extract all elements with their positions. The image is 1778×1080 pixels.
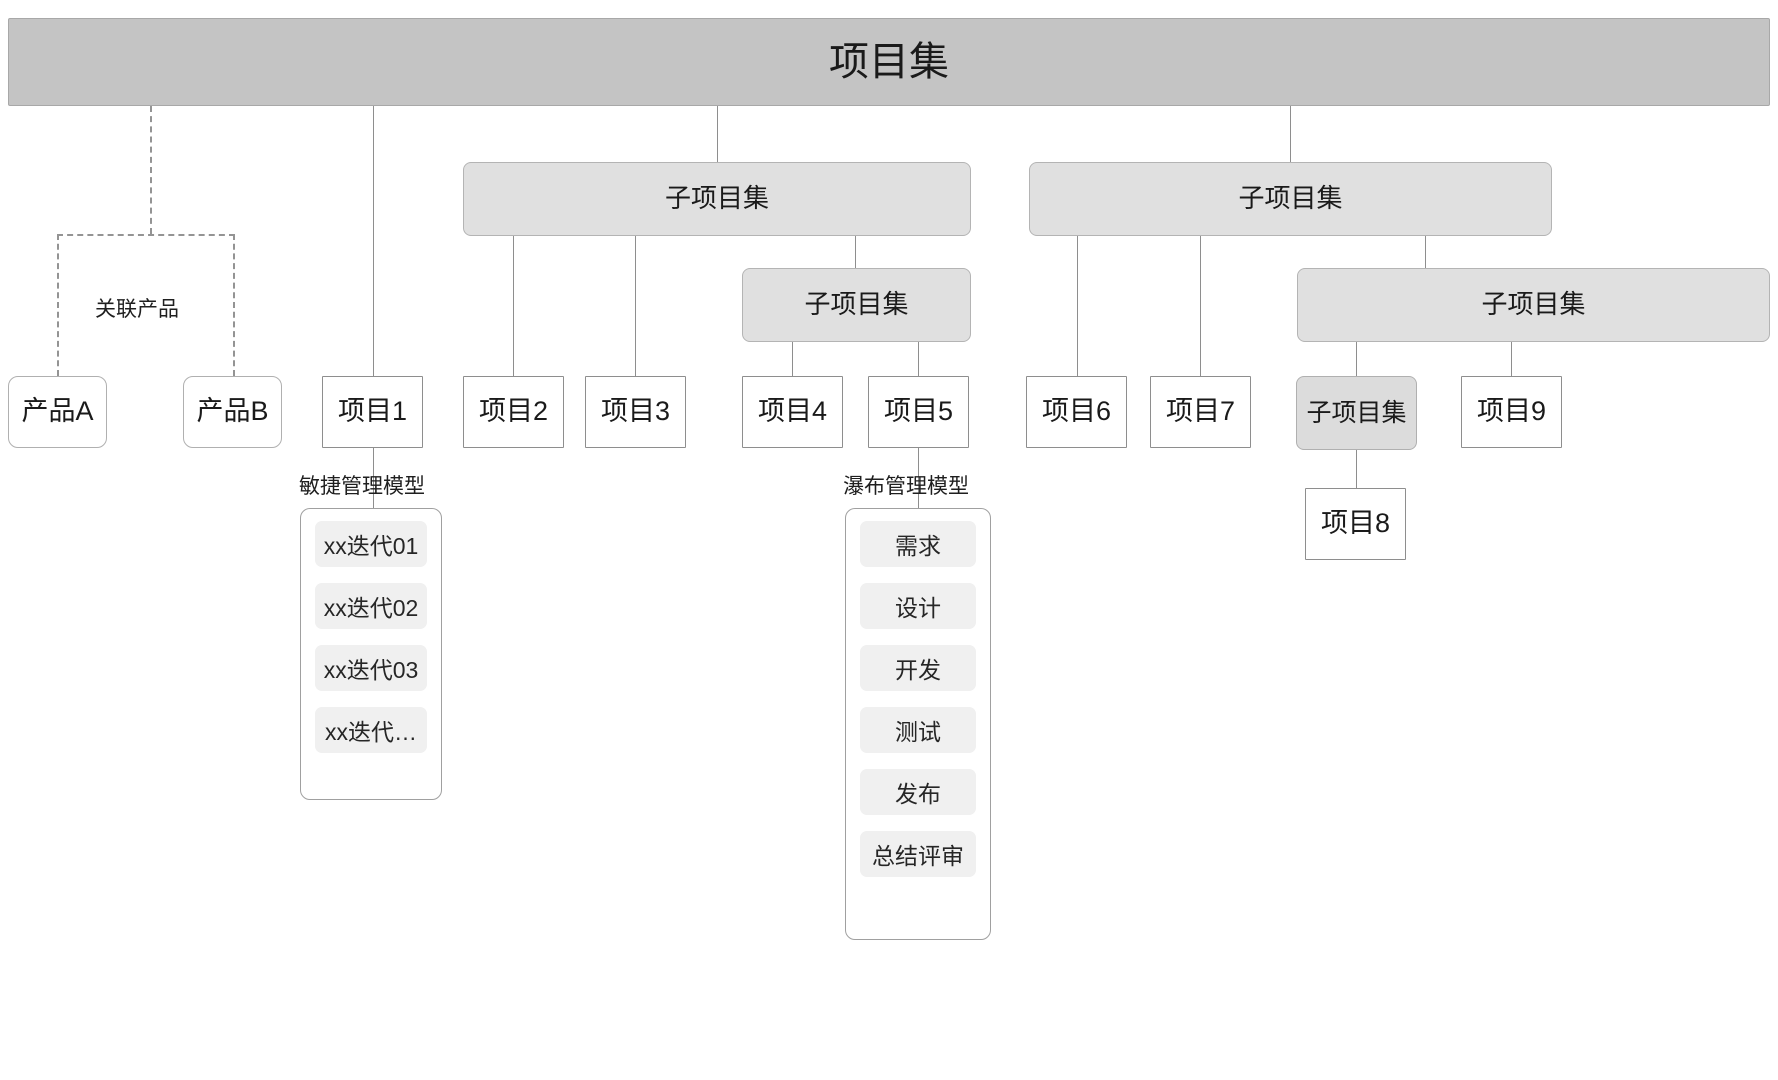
connector-right-sub-to-right-level3 xyxy=(1425,236,1426,268)
waterfall-phase-1[interactable]: 需求 xyxy=(860,521,976,567)
waterfall-phase-2[interactable]: 设计 xyxy=(860,583,976,629)
project-node-4[interactable]: 项目4 xyxy=(742,376,843,448)
project-7-label: 项目7 xyxy=(1165,396,1236,427)
subprogram-right-leaf-label: 子项目集 xyxy=(1306,398,1407,427)
connector-right-level3-to-project9 xyxy=(1511,342,1512,380)
agile-phase-3[interactable]: xx迭代03 xyxy=(315,645,427,691)
dashed-connector-root-to-products xyxy=(150,106,152,234)
connector-root-to-right-subprogram xyxy=(1290,106,1291,162)
project-node-3[interactable]: 项目3 xyxy=(585,376,686,448)
project-node-9[interactable]: 项目9 xyxy=(1461,376,1562,448)
project-5-label: 项目5 xyxy=(883,396,954,427)
connector-mid-sub-to-project3 xyxy=(635,236,636,380)
product-a-label: 产品A xyxy=(21,396,94,427)
subprogram-mid-level2-label: 子项目集 xyxy=(664,183,769,214)
product-b-label: 产品B xyxy=(196,396,269,427)
project-4-label: 项目4 xyxy=(757,396,828,427)
root-program-label: 项目集 xyxy=(829,40,949,84)
project-2-label: 项目2 xyxy=(478,396,549,427)
subprogram-node-right-leaf[interactable]: 子项目集 xyxy=(1296,376,1417,450)
connector-project5-to-waterfall-model xyxy=(918,448,919,510)
project-8-label: 项目8 xyxy=(1320,508,1391,539)
project-6-label: 项目6 xyxy=(1041,396,1112,427)
project-node-1[interactable]: 项目1 xyxy=(322,376,423,448)
waterfall-phase-4[interactable]: 测试 xyxy=(860,707,976,753)
subprogram-node-right-level3[interactable]: 子项目集 xyxy=(1297,268,1770,342)
waterfall-phase-5[interactable]: 发布 xyxy=(860,769,976,815)
project-node-5[interactable]: 项目5 xyxy=(868,376,969,448)
project-node-7[interactable]: 项目7 xyxy=(1150,376,1251,448)
agile-phase-1[interactable]: xx迭代01 xyxy=(315,521,427,567)
waterfall-model-label: 瀑布管理模型 xyxy=(843,475,969,498)
root-program-node[interactable]: 项目集 xyxy=(8,18,1770,106)
waterfall-model-panel: 需求 设计 开发 测试 发布 总结评审 xyxy=(845,508,991,940)
waterfall-phase-6[interactable]: 总结评审 xyxy=(860,831,976,877)
connector-root-to-project1 xyxy=(373,106,374,380)
connector-root-to-mid-subprogram xyxy=(717,106,718,162)
product-node-a[interactable]: 产品A xyxy=(8,376,107,448)
connector-project1-to-agile-model xyxy=(373,448,374,510)
subprogram-mid-level3-label: 子项目集 xyxy=(804,289,909,320)
subprogram-node-right-level2[interactable]: 子项目集 xyxy=(1029,162,1552,236)
connector-right-leaf-to-project8 xyxy=(1356,450,1357,488)
association-label: 关联产品 xyxy=(95,298,179,321)
subprogram-node-mid-level3[interactable]: 子项目集 xyxy=(742,268,971,342)
project-1-label: 项目1 xyxy=(337,396,408,427)
agile-model-label: 敏捷管理模型 xyxy=(299,475,425,498)
connector-mid-level3-to-project4 xyxy=(792,342,793,380)
subprogram-node-mid-level2[interactable]: 子项目集 xyxy=(463,162,971,236)
connector-mid-sub-to-project2 xyxy=(513,236,514,380)
subprogram-right-level2-label: 子项目集 xyxy=(1238,183,1343,214)
agile-phase-4[interactable]: xx迭代… xyxy=(315,707,427,753)
project-3-label: 项目3 xyxy=(600,396,671,427)
dashed-connector-to-product-b xyxy=(233,234,235,376)
project-node-2[interactable]: 项目2 xyxy=(463,376,564,448)
agile-phase-2[interactable]: xx迭代02 xyxy=(315,583,427,629)
project-node-6[interactable]: 项目6 xyxy=(1026,376,1127,448)
connector-right-level3-to-leaf-subprogram xyxy=(1356,342,1357,380)
dashed-bus-products xyxy=(57,234,235,236)
connector-mid-level3-to-project5 xyxy=(918,342,919,380)
connector-right-sub-to-project6 xyxy=(1077,236,1078,380)
subprogram-right-level3-label: 子项目集 xyxy=(1481,289,1586,320)
connector-right-sub-to-project7 xyxy=(1200,236,1201,380)
connector-mid-sub-to-mid-level3 xyxy=(855,236,856,268)
product-node-b[interactable]: 产品B xyxy=(183,376,282,448)
dashed-connector-to-product-a xyxy=(57,234,59,376)
project-9-label: 项目9 xyxy=(1476,396,1547,427)
agile-model-panel: xx迭代01 xx迭代02 xx迭代03 xx迭代… xyxy=(300,508,442,800)
waterfall-phase-3[interactable]: 开发 xyxy=(860,645,976,691)
project-node-8[interactable]: 项目8 xyxy=(1305,488,1406,560)
